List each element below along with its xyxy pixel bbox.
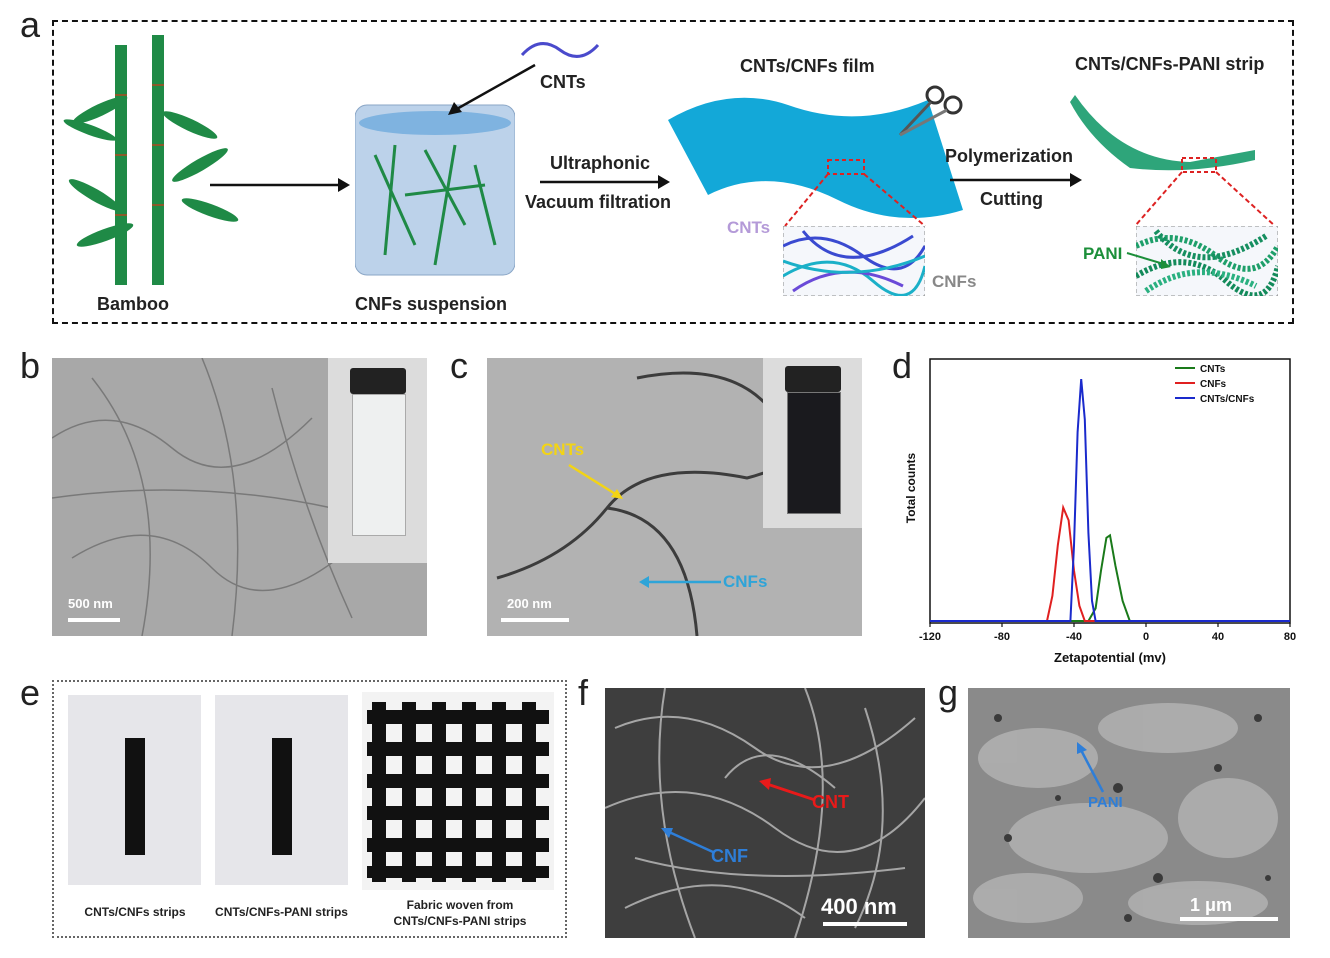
film-zoom-lines — [784, 173, 926, 227]
caption-strip-1: CNTs/CNFs strips — [84, 905, 186, 919]
label-cnt-f: CNT — [812, 792, 849, 812]
bamboo-label: Bamboo — [97, 294, 169, 314]
arrow-2 — [540, 175, 670, 189]
film-zoom-inset — [783, 226, 925, 296]
scalebar-f — [823, 922, 907, 926]
legend-label: CNTs/CNFs — [1200, 394, 1255, 405]
photo-strip-1 — [68, 695, 201, 885]
panel-label-c: c — [450, 345, 468, 386]
scissors-icon — [898, 85, 963, 137]
panel-label-b: b — [20, 345, 41, 386]
vial-inset-b — [328, 358, 427, 563]
label-pani-g: PANI — [1088, 794, 1123, 811]
strip-title: CNTs/CNFs-PANI strip — [1075, 54, 1265, 74]
legend-label: CNFs — [1200, 379, 1227, 390]
scalebar-b — [68, 618, 120, 622]
x-tick-label: 0 — [1143, 631, 1149, 643]
panel-label-d: d — [892, 345, 913, 386]
arrow-cnts-into-beaker — [448, 63, 536, 115]
film-illustration — [668, 97, 963, 218]
plot-frame — [929, 358, 1291, 624]
chart-ylabel: Total counts — [904, 452, 918, 523]
panel-label-g: g — [938, 672, 959, 713]
photo-fabric — [362, 692, 554, 890]
caption-fabric-line2: CNTs/CNFs-PANI strips — [393, 914, 527, 928]
x-tick-label: -120 — [919, 631, 941, 643]
arrow-3 — [950, 173, 1082, 187]
arrow-cnt-f — [759, 778, 816, 802]
tem-image-b: 500 nm — [52, 358, 427, 636]
step1-bottom-label: Vacuum filtration — [525, 192, 672, 212]
arrow-cnfs-c — [639, 576, 721, 588]
sem-image-g: PANI 1 μm — [968, 688, 1290, 938]
label-cnf-f: CNF — [711, 846, 748, 866]
step1-top-label: Ultraphonic — [550, 153, 651, 173]
caption-strip-2: CNTs/CNFs-PANI strips — [215, 905, 348, 919]
series-line-cnts — [930, 533, 1290, 622]
cnts-top-label: CNTs — [540, 72, 586, 92]
strip-zoom-lines — [1134, 171, 1276, 227]
photo-strip-2 — [215, 695, 348, 885]
film-title: CNTs/CNFs film — [740, 56, 875, 76]
panel-label-a: a — [20, 4, 41, 45]
scalebar-b-label: 500 nm — [68, 596, 113, 611]
pani-arrow — [1126, 252, 1171, 269]
caption-fabric-line1: Fabric woven from — [406, 898, 514, 912]
tick-layer: -120 -80 -40 0 40 80 — [919, 623, 1296, 643]
step2-top-label: Polymerization — [945, 146, 1074, 166]
label-cnts-c: CNTs — [541, 440, 585, 459]
scalebar-g-label: 1 μm — [1190, 895, 1233, 915]
scalebar-c-label: 200 nm — [507, 596, 552, 611]
x-tick-label: 40 — [1212, 631, 1224, 643]
panel-label-f: f — [578, 672, 589, 713]
arrow-cnts-c — [568, 463, 623, 499]
photo-frame-e — [52, 680, 567, 938]
sem-image-f: CNT CNF 400 nm — [605, 688, 925, 938]
vial-inset-c — [763, 358, 862, 528]
beaker-illustration — [355, 104, 515, 276]
arrow-cnf-f — [661, 828, 714, 854]
x-tick-label: -40 — [1066, 631, 1082, 643]
arrow-1 — [210, 178, 350, 192]
panel-label-e: e — [20, 672, 41, 713]
series-line-cnts-cnfs — [930, 378, 1290, 622]
x-tick-label: -80 — [994, 631, 1010, 643]
scalebar-c — [501, 618, 569, 622]
schematic-frame — [52, 20, 1294, 324]
bamboo-illustration — [63, 35, 239, 285]
legend-label: CNTs — [1200, 364, 1226, 375]
cnfs-suspension-label: CNFs suspension — [355, 294, 508, 314]
strip-illustration — [1070, 95, 1255, 173]
arrow-pani-g — [1077, 742, 1105, 793]
x-tick-label: 80 — [1284, 631, 1296, 643]
cnts-wave-icon — [520, 42, 600, 58]
pani-label: PANI — [1083, 244, 1123, 263]
label-cnfs-c: CNFs — [723, 572, 768, 591]
zoom-cnts-label: CNTs — [727, 218, 771, 237]
series-line-cnfs — [930, 503, 1290, 622]
chart-xlabel: Zetapotential (mv) — [1054, 650, 1166, 665]
zoom-cnfs-label: CNFs — [932, 272, 977, 291]
scalebar-g — [1180, 917, 1278, 921]
series-layer — [930, 378, 1290, 622]
step2-bottom-label: Cutting — [980, 189, 1043, 209]
tem-image-c: CNTs CNFs 200 nm — [487, 358, 862, 636]
scalebar-f-label: 400 nm — [821, 894, 897, 919]
